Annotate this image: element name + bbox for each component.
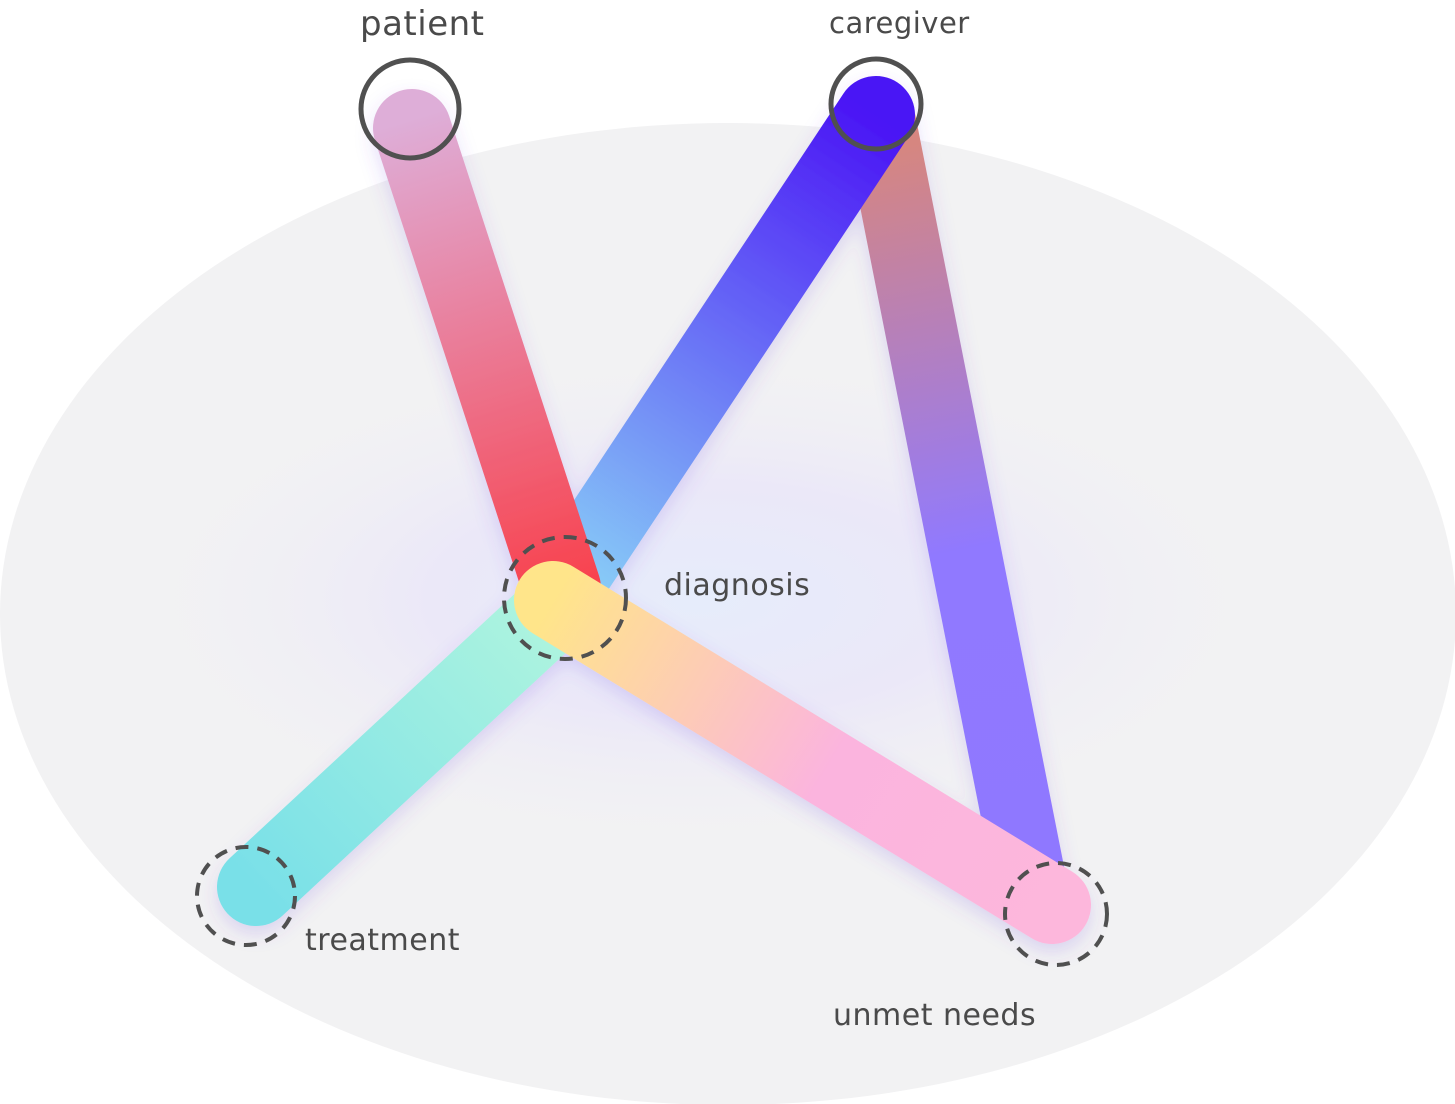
link-caregiver-unmet-needs	[844, 86, 1066, 916]
unmet-needs-node-marker	[1003, 861, 1109, 967]
caregiver-label: caregiver	[829, 6, 970, 40]
treatment-node-marker	[195, 845, 297, 947]
patient-node-marker	[358, 57, 462, 161]
diagnosis-node-marker	[502, 535, 628, 661]
link-caregiver-diagnosis	[521, 76, 915, 631]
link-treatment-diagnosis	[217, 566, 599, 926]
link-patient-diagnosis	[373, 89, 601, 627]
caregiver-node-marker	[828, 56, 924, 152]
diagnosis-label: diagnosis	[664, 568, 811, 603]
patient-label: patient	[360, 4, 485, 44]
link-diagnosis-unmet-needs	[514, 561, 1091, 944]
unmet-needs-label: unmet needs	[833, 998, 1037, 1033]
treatment-label: treatment	[305, 923, 460, 958]
